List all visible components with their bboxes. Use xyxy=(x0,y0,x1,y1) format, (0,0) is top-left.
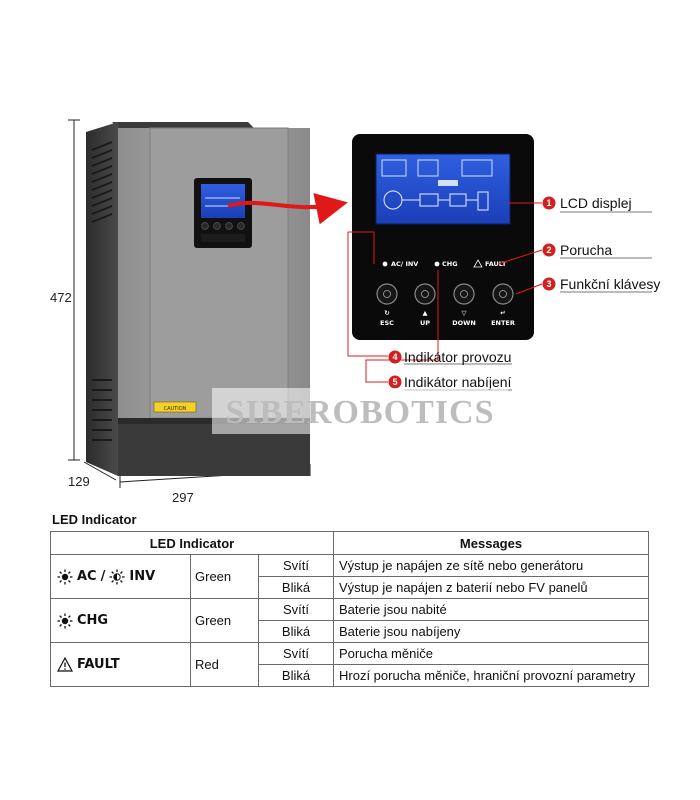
height-dimension: 472 xyxy=(50,119,80,461)
svg-text:SIBEROBOTICS: SIBEROBOTICS xyxy=(226,394,495,431)
svg-text:2: 2 xyxy=(546,245,551,255)
section-title: LED Indicator xyxy=(52,512,137,527)
svg-text:LCD displej: LCD displej xyxy=(560,195,632,211)
header-led-indicator: LED Indicator xyxy=(50,531,334,555)
svg-text:AC/ INV: AC/ INV xyxy=(391,260,418,268)
svg-text:Funkční klávesy: Funkční klávesy xyxy=(560,276,660,292)
table-row: AC / INV xyxy=(50,554,649,599)
panel-indicator-fault: FAULT xyxy=(473,259,507,268)
indicator-ac-inv: AC / INV xyxy=(50,554,191,599)
color-cell: Green xyxy=(190,554,259,599)
led-indicator-section: LED Indicator LED Indicator Messages xyxy=(50,512,650,687)
svg-text:4: 4 xyxy=(392,352,397,362)
callout-1: 1 LCD displej xyxy=(542,195,632,211)
svg-text:3: 3 xyxy=(546,279,551,289)
svg-text:▽: ▽ xyxy=(462,309,467,317)
svg-text:CAUTION: CAUTION xyxy=(164,406,187,412)
svg-text:Indikátor nabíjení: Indikátor nabíjení xyxy=(404,374,512,390)
key-down[interactable]: ▽ DOWN xyxy=(452,283,476,327)
message-cell: Porucha měniče xyxy=(333,642,649,665)
led-indicator-table: LED Indicator Messages xyxy=(50,531,649,687)
device-front-panel xyxy=(194,178,252,248)
svg-text:5: 5 xyxy=(392,377,397,387)
caution-label: CAUTION xyxy=(153,401,197,413)
enlarged-control-panel: AC/ INV CHG FAULT ↻ ESC ▲ UP ▽ DOWN xyxy=(352,134,534,340)
message-cell: Baterie jsou nabíjeny xyxy=(333,620,649,643)
inverter-device: CAUTION xyxy=(86,122,310,476)
svg-text:DOWN: DOWN xyxy=(452,319,476,327)
sun-icon xyxy=(57,613,73,628)
product-figure: 472 129 297 xyxy=(50,119,660,505)
sun-icon xyxy=(57,569,73,584)
depth-dimension: 129 xyxy=(68,461,117,489)
svg-text:UP: UP xyxy=(420,319,430,327)
indicator-chg: CHG xyxy=(50,598,191,643)
side-vents xyxy=(91,141,113,441)
svg-text:FAULT: FAULT xyxy=(485,260,507,268)
state-cell: Svítí xyxy=(258,642,334,665)
state-cell: Svítí xyxy=(258,554,334,577)
svg-text:Porucha: Porucha xyxy=(560,242,612,258)
callout-lines xyxy=(347,202,543,383)
svg-text:ESC: ESC xyxy=(380,319,394,327)
half-sun-icon xyxy=(109,569,125,584)
table-row: Bliká Hrozí porucha měniče, hraniční pro… xyxy=(51,664,649,687)
svg-text:ENTER: ENTER xyxy=(491,319,515,327)
message-cell: Výstup je napájen z baterií nebo FV pane… xyxy=(333,576,649,599)
zoom-arrow xyxy=(227,193,348,225)
warning-triangle-icon xyxy=(57,657,73,672)
indicator-fault: FAULT xyxy=(50,642,191,687)
color-cell: Green xyxy=(190,598,259,643)
callout-4: 4 Indikátor provozu xyxy=(388,349,511,365)
depth-label: 129 xyxy=(68,474,90,489)
color-cell: Red xyxy=(190,642,259,687)
state-cell: Bliká xyxy=(258,664,334,687)
message-cell: Hrozí porucha měniče, hraniční provozní … xyxy=(333,664,649,687)
callout-3: 3 Funkční klávesy xyxy=(542,276,660,292)
header-messages: Messages xyxy=(333,531,649,555)
svg-text:↻: ↻ xyxy=(384,309,389,317)
table-row: CHG Green Svítí Baterie jsou nabité xyxy=(50,598,649,643)
state-cell: Bliká xyxy=(258,576,334,599)
svg-text:▲: ▲ xyxy=(423,309,428,317)
callout-2: 2 Porucha xyxy=(542,242,612,258)
key-esc[interactable]: ↻ ESC xyxy=(376,283,398,327)
panel-indicator-chg: CHG xyxy=(434,260,458,268)
watermark: SIBEROBOTICS xyxy=(212,388,508,434)
height-label: 472 xyxy=(50,290,72,305)
key-up[interactable]: ▲ UP xyxy=(414,283,436,327)
state-cell: Svítí xyxy=(258,598,334,621)
panel-indicator-ac-inv: AC/ INV xyxy=(382,260,418,268)
lcd-screen xyxy=(375,153,511,225)
svg-text:1: 1 xyxy=(546,198,551,208)
state-cell: Bliká xyxy=(258,620,334,643)
table-header-row: LED Indicator Messages xyxy=(50,531,649,555)
svg-text:Indikátor provozu: Indikátor provozu xyxy=(404,349,511,365)
table-row: FAULT Red Svítí Porucha měniče xyxy=(50,642,649,687)
key-enter[interactable]: ↵ ENTER xyxy=(491,283,515,327)
svg-text:↵: ↵ xyxy=(500,309,505,317)
message-cell: Baterie jsou nabité xyxy=(333,598,649,621)
callout-5: 5 Indikátor nabíjení xyxy=(388,374,512,390)
message-cell: Výstup je napájen ze sítě nebo generátor… xyxy=(333,554,649,577)
svg-text:CHG: CHG xyxy=(442,260,458,268)
width-label: 297 xyxy=(172,490,194,505)
